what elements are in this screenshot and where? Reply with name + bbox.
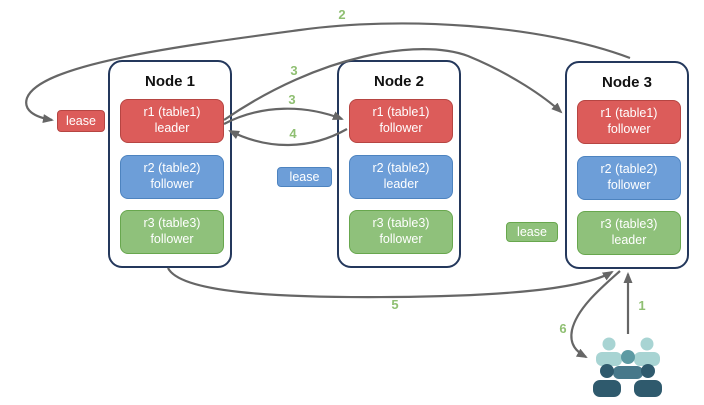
replica-label: r2 (table2) <box>600 162 658 177</box>
arrow-step3-leader-to-node2 <box>223 107 344 125</box>
replica-label: r1 (table1) <box>143 105 201 120</box>
replica-role: follower <box>379 121 423 135</box>
step-3a-label: 3 <box>290 63 298 78</box>
replica-role: follower <box>379 232 423 246</box>
lease-badge-table1: lease <box>57 110 105 132</box>
node3-replica-r2: r2 (table2) follower <box>577 156 681 200</box>
replica-role: leader <box>611 233 647 247</box>
replica-label: r3 (table3) <box>143 216 201 231</box>
node2-replica-r3: r3 (table3) follower <box>349 210 453 254</box>
replica-label: r1 (table1) <box>372 105 430 120</box>
node-2-title: Node 2 <box>373 73 424 90</box>
lease-badge-table2: lease <box>277 167 332 187</box>
node1-replica-r1: r1 (table1) leader <box>120 99 224 143</box>
replica-label: r2 (table2) <box>143 161 201 176</box>
step-1-label: 1 <box>638 298 646 313</box>
node2-replica-r2: r2 (table2) leader <box>349 155 453 199</box>
replica-role: follower <box>607 122 651 136</box>
node1-replica-r3: r3 (table3) follower <box>120 210 224 254</box>
node2-replica-r1: r1 (table1) follower <box>349 99 453 143</box>
node3-replica-r3: r3 (table3) leader <box>577 211 681 255</box>
replica-role: leader <box>154 121 190 135</box>
step-3b-label: 3 <box>288 92 296 107</box>
step-2-label: 2 <box>338 7 346 22</box>
users-icon <box>593 337 662 397</box>
node-3: Node 3 r1 (table1) follower r2 (table2) … <box>565 61 689 269</box>
replica-role: leader <box>383 177 419 191</box>
node-3-title: Node 3 <box>601 74 652 91</box>
node-2: Node 2 r1 (table1) follower r2 (table2) … <box>337 60 461 268</box>
replica-label: r3 (table3) <box>372 216 430 231</box>
lease-badge-table3: lease <box>506 222 558 242</box>
step-5-label: 5 <box>391 297 399 312</box>
replica-role: follower <box>150 177 194 191</box>
replica-label: r3 (table3) <box>600 217 658 232</box>
arrow-step6-node3-to-users <box>570 270 621 358</box>
arrow-step5-node1-to-node3 <box>167 267 614 299</box>
node-1-title: Node 1 <box>144 73 195 90</box>
node1-replica-r2: r2 (table2) follower <box>120 155 224 199</box>
replica-role: follower <box>150 232 194 246</box>
replica-label: r1 (table1) <box>600 106 658 121</box>
step-4-label: 4 <box>289 126 297 141</box>
replica-role: follower <box>607 178 651 192</box>
node3-replica-r1: r1 (table1) follower <box>577 100 681 144</box>
step-6-label: 6 <box>559 321 567 336</box>
replica-label: r2 (table2) <box>372 161 430 176</box>
node-1: Node 1 r1 (table1) leader r2 (table2) fo… <box>108 60 232 268</box>
